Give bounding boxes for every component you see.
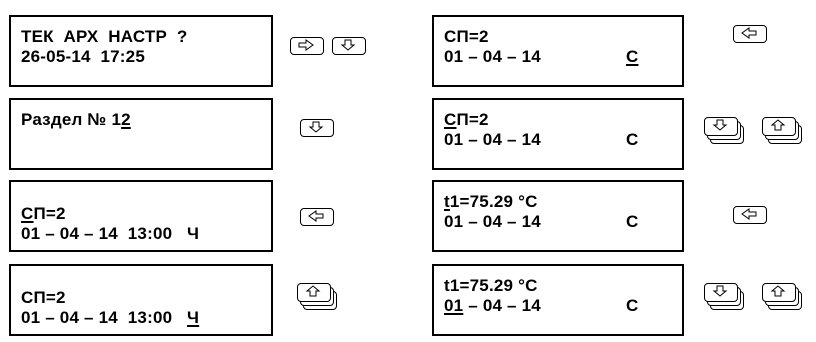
- key-left-button[interactable]: [733, 25, 767, 43]
- temp-line: t1=75.29 °С: [444, 276, 538, 295]
- key-down-button[interactable]: [332, 37, 366, 55]
- sp-line: СП=2: [444, 27, 489, 46]
- key-up-hold-button[interactable]: [762, 117, 802, 144]
- arrow-up-icon: [770, 119, 786, 131]
- key-up-hold-button[interactable]: [762, 283, 802, 310]
- key-down-button[interactable]: [300, 119, 334, 137]
- datetime-line: 01 – 04 – 14 13:00 Ч: [21, 224, 200, 243]
- arrow-down-icon: [340, 39, 356, 51]
- mode-char: С: [626, 212, 639, 231]
- arrow-right-icon: [298, 39, 314, 51]
- mode-char: С: [626, 47, 639, 66]
- arrow-up-icon: [305, 285, 321, 297]
- sp-cursor-char: С: [444, 110, 457, 129]
- screen-sp-hour-b: СП=2 01 – 04 – 14 13:00 Ч: [9, 264, 273, 336]
- date-line: 01 – 04 – 14: [444, 47, 541, 66]
- date-line: 01 – 04 – 14: [444, 212, 541, 231]
- date-line: 01 – 04 – 14: [444, 130, 541, 149]
- key-up-hold-button[interactable]: [297, 283, 337, 310]
- arrow-up-icon: [770, 285, 786, 297]
- date-line: 01 – 04 – 14: [444, 296, 541, 315]
- screen-temp-a: t1=75.29 °С 01 – 04 – 14 С: [432, 180, 684, 252]
- screen-sp-hour-a: СП=2 01 – 04 – 14 13:00 Ч: [9, 180, 273, 252]
- arrow-down-icon: [308, 121, 324, 133]
- key-right-button[interactable]: [290, 37, 324, 55]
- datetime-line: 26-05-14 17:25: [21, 47, 145, 66]
- menu-line: ТЕК АРХ НАСТР ?: [21, 27, 188, 46]
- key-left-button[interactable]: [733, 206, 767, 224]
- sp-cursor-char: С: [21, 204, 34, 223]
- screen-main-menu: ТЕК АРХ НАСТР ? 26-05-14 17:25: [9, 15, 273, 87]
- screen-section: Раздел № 12: [9, 98, 273, 170]
- key-down-hold-button[interactable]: [704, 283, 744, 310]
- section-digit: 2: [121, 110, 131, 129]
- sp-line: СП=2: [21, 288, 66, 307]
- mode-char: С: [626, 130, 639, 149]
- arrow-down-icon: [712, 119, 728, 131]
- arrow-left-icon: [741, 208, 757, 220]
- mode-char: Ч: [187, 308, 200, 327]
- arrow-left-icon: [308, 210, 324, 222]
- section-line: Раздел № 12: [21, 110, 131, 129]
- screen-sp-day-b: СП=2 01 – 04 – 14 С: [432, 98, 684, 170]
- sp-line: СП=2: [21, 204, 66, 223]
- arrow-down-icon: [712, 285, 728, 297]
- temp-cursor-char: t: [444, 192, 450, 211]
- screen-temp-b: t1=75.29 °С 01 – 04 – 14 С: [432, 264, 684, 336]
- mode-char: С: [626, 296, 639, 315]
- arrow-left-icon: [741, 27, 757, 39]
- datetime-line: 01 – 04 – 14 13:00 Ч: [21, 308, 200, 327]
- key-left-button[interactable]: [300, 208, 334, 226]
- day-cursor: 01: [444, 296, 464, 315]
- key-down-hold-button[interactable]: [704, 117, 744, 144]
- screen-sp-day-a: СП=2 01 – 04 – 14 С: [432, 15, 684, 87]
- temp-line: t1=75.29 °С: [444, 192, 538, 211]
- sp-line: СП=2: [444, 110, 489, 129]
